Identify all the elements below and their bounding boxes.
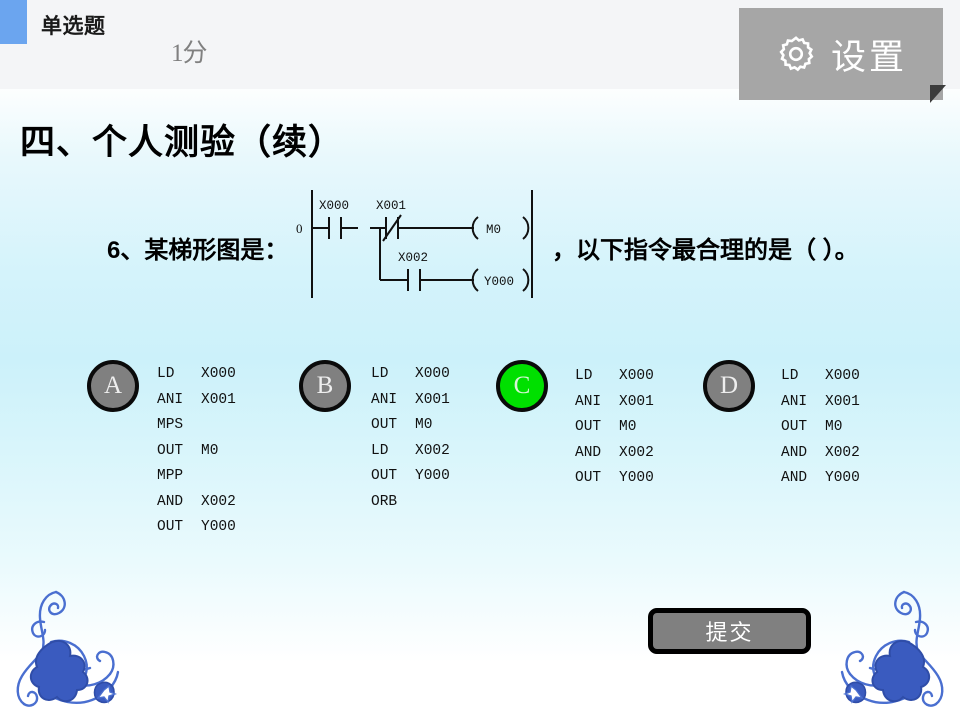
instruction-operand: X001 <box>415 391 450 408</box>
ladder-rung-number: 0 <box>296 221 303 236</box>
instruction-operand: M0 <box>415 417 433 433</box>
instruction-line: AND X002 <box>157 490 236 516</box>
question-text-suffix: ，以下指令最合理的是（ ）。 <box>552 237 859 264</box>
instruction-line: OUT Y000 <box>575 466 654 492</box>
instruction-line: OUT M0 <box>371 413 450 439</box>
ladder-contact-label-x002: X002 <box>398 251 428 265</box>
instruction-mnemonic: LD <box>157 366 175 382</box>
option-bubble-c[interactable]: C <box>496 360 548 412</box>
instruction-mnemonic: OUT <box>157 519 184 535</box>
instruction-line: ANI X001 <box>371 388 450 414</box>
instruction-line: OUT Y000 <box>371 464 450 490</box>
instruction-operand: M0 <box>825 419 843 435</box>
ladder-coil-label-m0: M0 <box>486 223 501 237</box>
instruction-mnemonic: ORB <box>371 493 398 510</box>
instruction-operand: X000 <box>619 368 654 384</box>
corner-ornament-right-icon <box>834 580 954 720</box>
option-bubble-b[interactable]: B <box>299 360 351 412</box>
ladder-contact-label-x000: X000 <box>319 199 349 213</box>
instruction-mnemonic: OUT <box>371 417 398 433</box>
instruction-operand: Y000 <box>415 468 450 484</box>
instruction-line: ANI X001 <box>575 390 654 416</box>
instruction-operand: X002 <box>619 444 654 461</box>
instruction-mnemonic: ANI <box>781 393 808 410</box>
instruction-mnemonic: OUT <box>781 419 808 435</box>
instruction-operand: M0 <box>619 419 637 435</box>
instruction-operand: Y000 <box>825 470 860 486</box>
instruction-line: LD X002 <box>371 439 450 465</box>
instruction-mnemonic: AND <box>575 444 602 461</box>
instruction-operand: Y000 <box>201 519 236 535</box>
instruction-line: LD X000 <box>781 364 860 390</box>
option-bubble-a[interactable]: A <box>87 360 139 412</box>
corner-ornament-left-icon <box>6 580 126 720</box>
gear-icon <box>775 33 817 75</box>
submit-button[interactable]: 提交 <box>648 608 811 654</box>
instruction-line: LD X000 <box>575 364 654 390</box>
accent-bar <box>0 0 27 44</box>
instruction-mnemonic: OUT <box>575 419 602 435</box>
instruction-line: MPS <box>157 413 236 439</box>
instruction-mnemonic: OUT <box>157 442 184 459</box>
instruction-line: OUT M0 <box>157 439 236 465</box>
instruction-line: AND X002 <box>575 441 654 467</box>
settings-fold-corner <box>930 85 946 103</box>
instruction-mnemonic: AND <box>781 444 808 461</box>
instruction-operand: X001 <box>201 391 236 408</box>
instruction-mnemonic: MPS <box>157 417 184 433</box>
instruction-operand: X000 <box>825 368 860 384</box>
instruction-line: LD X000 <box>371 362 450 388</box>
instruction-mnemonic: LD <box>781 368 799 384</box>
instruction-operand: X001 <box>619 393 654 410</box>
page-title: 四、个人测验（续） <box>20 123 345 162</box>
instruction-operand: X002 <box>825 444 860 461</box>
instruction-line: OUT M0 <box>781 415 860 441</box>
instruction-mnemonic: MPP <box>157 468 184 484</box>
instruction-line: ANI X001 <box>157 388 236 414</box>
instruction-operand: X001 <box>825 393 860 410</box>
instruction-mnemonic: ANI <box>157 391 184 408</box>
instruction-line: ANI X001 <box>781 390 860 416</box>
instruction-mnemonic: LD <box>575 368 593 384</box>
instruction-mnemonic: OUT <box>371 468 398 484</box>
instruction-line: LD X000 <box>157 362 236 388</box>
option-bubble-d[interactable]: D <box>703 360 755 412</box>
instruction-mnemonic: AND <box>781 470 808 486</box>
ladder-diagram: 0 X000 X001 X002 M0 Y000 <box>296 186 544 301</box>
settings-button-label: 设置 <box>830 37 907 77</box>
score-label: 1分 <box>171 40 208 67</box>
settings-button[interactable]: 设置 <box>739 8 943 100</box>
instruction-operand: X002 <box>201 493 236 510</box>
instruction-operand: X000 <box>201 366 236 382</box>
instruction-line: MPP <box>157 464 236 490</box>
ladder-contact-label-x001: X001 <box>376 199 406 213</box>
instruction-line: OUT M0 <box>575 415 654 441</box>
instruction-line: AND Y000 <box>781 466 860 492</box>
instruction-operand: X002 <box>415 442 450 459</box>
instruction-line: OUT Y000 <box>157 515 236 541</box>
question-text-prefix: 6、某梯形图是： <box>107 237 289 264</box>
instruction-mnemonic: LD <box>371 442 389 459</box>
instruction-mnemonic: AND <box>157 493 184 510</box>
instruction-mnemonic: LD <box>371 366 389 382</box>
instruction-mnemonic: ANI <box>575 393 602 410</box>
instruction-operand: M0 <box>201 442 219 459</box>
ladder-coil-label-y000: Y000 <box>484 275 514 289</box>
instruction-line: ORB <box>371 490 450 516</box>
question-type-label: 单选题 <box>41 15 106 38</box>
instruction-line: AND X002 <box>781 441 860 467</box>
instruction-operand: X000 <box>415 366 450 382</box>
instruction-mnemonic: ANI <box>371 391 398 408</box>
instruction-mnemonic: OUT <box>575 470 602 486</box>
instruction-operand: Y000 <box>619 470 654 486</box>
